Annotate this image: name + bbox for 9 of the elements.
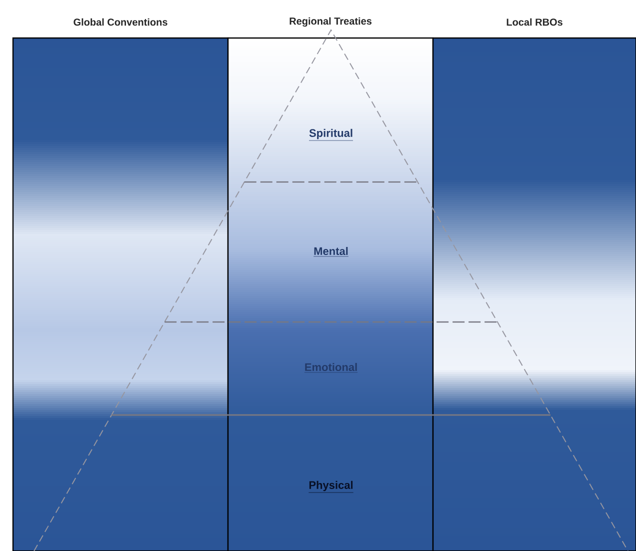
node-label: Regional Treaties (290, 17, 372, 27)
column-band: Global Conventions (12, 18, 229, 551)
column-band: Local RBOs (432, 18, 636, 551)
level-label: Emotional (304, 362, 358, 373)
node-label: Local RBOs (506, 18, 562, 26)
level-label: Physical (308, 480, 354, 493)
level-label: Spiritual (308, 128, 354, 141)
level-label: Mental (313, 246, 349, 257)
node-label: Global Conventions (74, 18, 168, 26)
